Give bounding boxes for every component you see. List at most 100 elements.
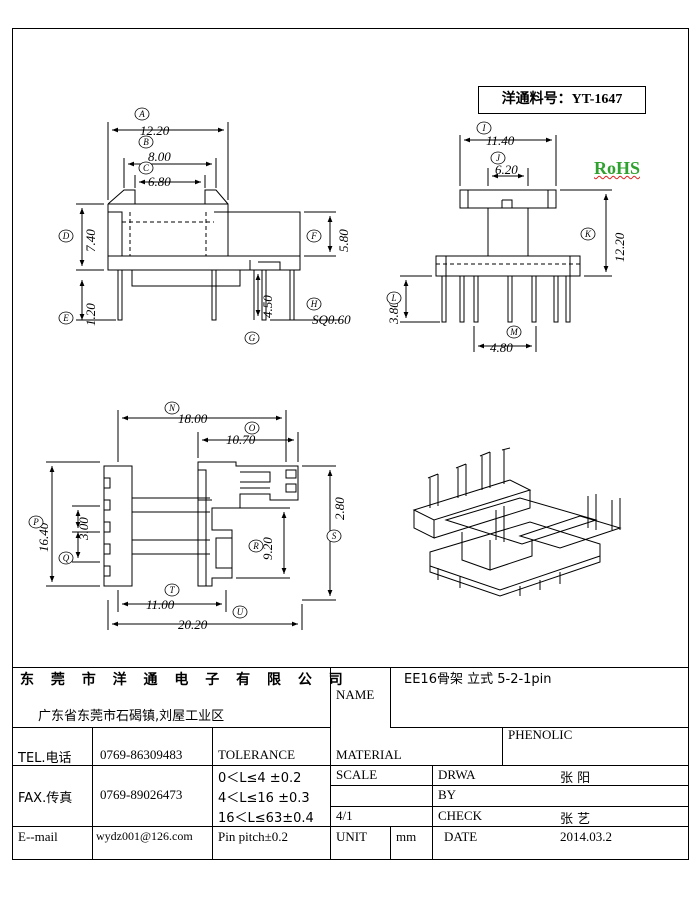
dim-r-value: 9.20 bbox=[260, 537, 275, 560]
balloon-d: D bbox=[58, 229, 74, 243]
email-label: E--mail bbox=[18, 829, 58, 844]
side-view bbox=[435, 189, 581, 323]
balloon-h: H bbox=[306, 297, 322, 311]
svg-text:S: S bbox=[332, 531, 337, 541]
balloon-i: I bbox=[476, 121, 492, 135]
top-view bbox=[103, 461, 299, 587]
balloon-g: G bbox=[244, 331, 260, 345]
balloon-l: L bbox=[386, 291, 402, 305]
balloon-p: P bbox=[28, 515, 44, 529]
svg-text:D: D bbox=[62, 231, 70, 241]
drawing-sheet-border bbox=[12, 28, 689, 860]
drawn-by-value: 张 阳 bbox=[560, 771, 591, 786]
svg-text:N: N bbox=[168, 403, 176, 413]
technical-drawing: 12.20 8.00 6.80 7.40 1.20 5.80 4.50 SQ0.… bbox=[28, 107, 627, 632]
svg-text:C: C bbox=[143, 163, 150, 173]
balloon-k: K bbox=[580, 227, 596, 241]
part-number-box: 洋通料号：YT-1647 bbox=[478, 86, 646, 114]
unit-value: mm bbox=[396, 829, 417, 844]
dim-k-value: 12.20 bbox=[612, 232, 627, 262]
balloon-f: F bbox=[306, 229, 322, 243]
balloon-c: C bbox=[138, 161, 154, 175]
tolerance-range-3: 16＜L≤63±0.4 bbox=[218, 811, 314, 826]
scale-label: SCALE bbox=[336, 767, 378, 782]
balloon-j: J bbox=[490, 151, 506, 165]
svg-text:G: G bbox=[249, 333, 256, 343]
balloon-a: A bbox=[134, 107, 150, 121]
front-view bbox=[107, 189, 301, 321]
rohs-mark: RoHS bbox=[594, 158, 641, 178]
balloon-t: T bbox=[164, 583, 180, 597]
dim-c-value: 6.80 bbox=[148, 174, 171, 189]
material-label: MATERIAL bbox=[336, 747, 402, 762]
svg-text:K: K bbox=[584, 229, 592, 239]
tolerance-range-2: 4＜L≤16 ±0.3 bbox=[218, 791, 310, 806]
date-value: 2014.03.2 bbox=[560, 829, 612, 844]
balloon-e: E bbox=[58, 311, 74, 325]
date-label: DATE bbox=[444, 829, 478, 844]
dim-d-value: 7.40 bbox=[83, 229, 98, 252]
svg-text:R: R bbox=[252, 541, 259, 551]
balloon-q: Q bbox=[58, 551, 74, 565]
dim-h-value: SQ0.60 bbox=[312, 312, 351, 327]
dim-m-value: 4.80 bbox=[490, 340, 513, 355]
email-value: wydz001@126.com bbox=[96, 829, 193, 843]
name-label: NAME bbox=[336, 687, 375, 702]
svg-text:B: B bbox=[143, 137, 149, 147]
balloon-r: R bbox=[248, 539, 264, 553]
dim-a-value: 12.20 bbox=[140, 123, 170, 138]
pin-pitch: Pin pitch±0.2 bbox=[218, 829, 288, 844]
tolerance-label: TOLERANCE bbox=[218, 747, 296, 762]
svg-text:L: L bbox=[390, 293, 396, 303]
dim-t-value: 11.00 bbox=[146, 597, 175, 612]
svg-text:Q: Q bbox=[63, 553, 70, 563]
dim-q-value: 3.00 bbox=[76, 517, 91, 541]
balloon-u: U bbox=[232, 605, 248, 619]
dim-n-value: 18.00 bbox=[178, 411, 208, 426]
svg-text:T: T bbox=[169, 585, 175, 595]
fax-value: 0769-89026473 bbox=[100, 787, 183, 802]
dim-s-value: 2.80 bbox=[332, 497, 347, 520]
material-value: PHENOLIC bbox=[508, 727, 573, 742]
company-name: 东 莞 市 洋 通 电 子 有 限 公 司 bbox=[20, 672, 349, 688]
isometric-view bbox=[412, 447, 622, 597]
dim-i-value: 11.40 bbox=[486, 133, 515, 148]
company-address: 广东省东莞市石碣镇,刘屋工业区 bbox=[38, 709, 225, 724]
balloon-s: S bbox=[326, 529, 342, 543]
svg-text:E: E bbox=[62, 313, 69, 323]
svg-text:J: J bbox=[496, 153, 501, 163]
dim-g-value: 4.50 bbox=[260, 295, 275, 318]
title-block: 东 莞 市 洋 通 电 子 有 限 公 司 广东省东莞市石碣镇,刘屋工业区 NA… bbox=[12, 667, 689, 860]
check-value: 张 艺 bbox=[560, 812, 591, 827]
dim-f-value: 5.80 bbox=[336, 229, 351, 252]
drawn-by-label-2: BY bbox=[438, 787, 457, 802]
name-value: EE16骨架 立式 5-2-1pin bbox=[404, 672, 552, 687]
drawn-by-label-1: DRWA bbox=[438, 767, 476, 782]
tel-label: TEL.电话 bbox=[18, 751, 72, 766]
dim-p-value: 16.40 bbox=[36, 522, 51, 552]
fax-label: FAX.传真 bbox=[18, 791, 73, 806]
tolerance-range-1: 0＜L≤4 ±0.2 bbox=[218, 771, 302, 786]
balloon-o: O bbox=[244, 421, 260, 435]
svg-text:U: U bbox=[237, 607, 244, 617]
scale-value: 4/1 bbox=[336, 808, 353, 823]
balloon-m: M bbox=[506, 325, 522, 339]
dim-u-value: 20.20 bbox=[178, 617, 208, 632]
dim-o-value: 10.70 bbox=[226, 432, 256, 447]
balloon-n: N bbox=[164, 401, 180, 415]
svg-text:O: O bbox=[249, 423, 256, 433]
dim-j-value: 6.20 bbox=[495, 162, 518, 177]
svg-text:H: H bbox=[310, 299, 318, 309]
dim-b-value: 8.00 bbox=[148, 149, 171, 164]
dim-e-value: 1.20 bbox=[83, 303, 98, 326]
balloon-b: B bbox=[138, 135, 154, 149]
svg-text:I: I bbox=[482, 123, 487, 133]
tel-value: 0769-86309483 bbox=[100, 747, 183, 762]
dim-l-value: 3.80 bbox=[386, 301, 401, 325]
svg-text:F: F bbox=[310, 231, 317, 241]
svg-text:P: P bbox=[32, 517, 39, 527]
svg-text:A: A bbox=[138, 109, 145, 119]
check-label: CHECK bbox=[438, 808, 483, 823]
svg-text:M: M bbox=[509, 327, 518, 337]
unit-label: UNIT bbox=[336, 829, 368, 844]
